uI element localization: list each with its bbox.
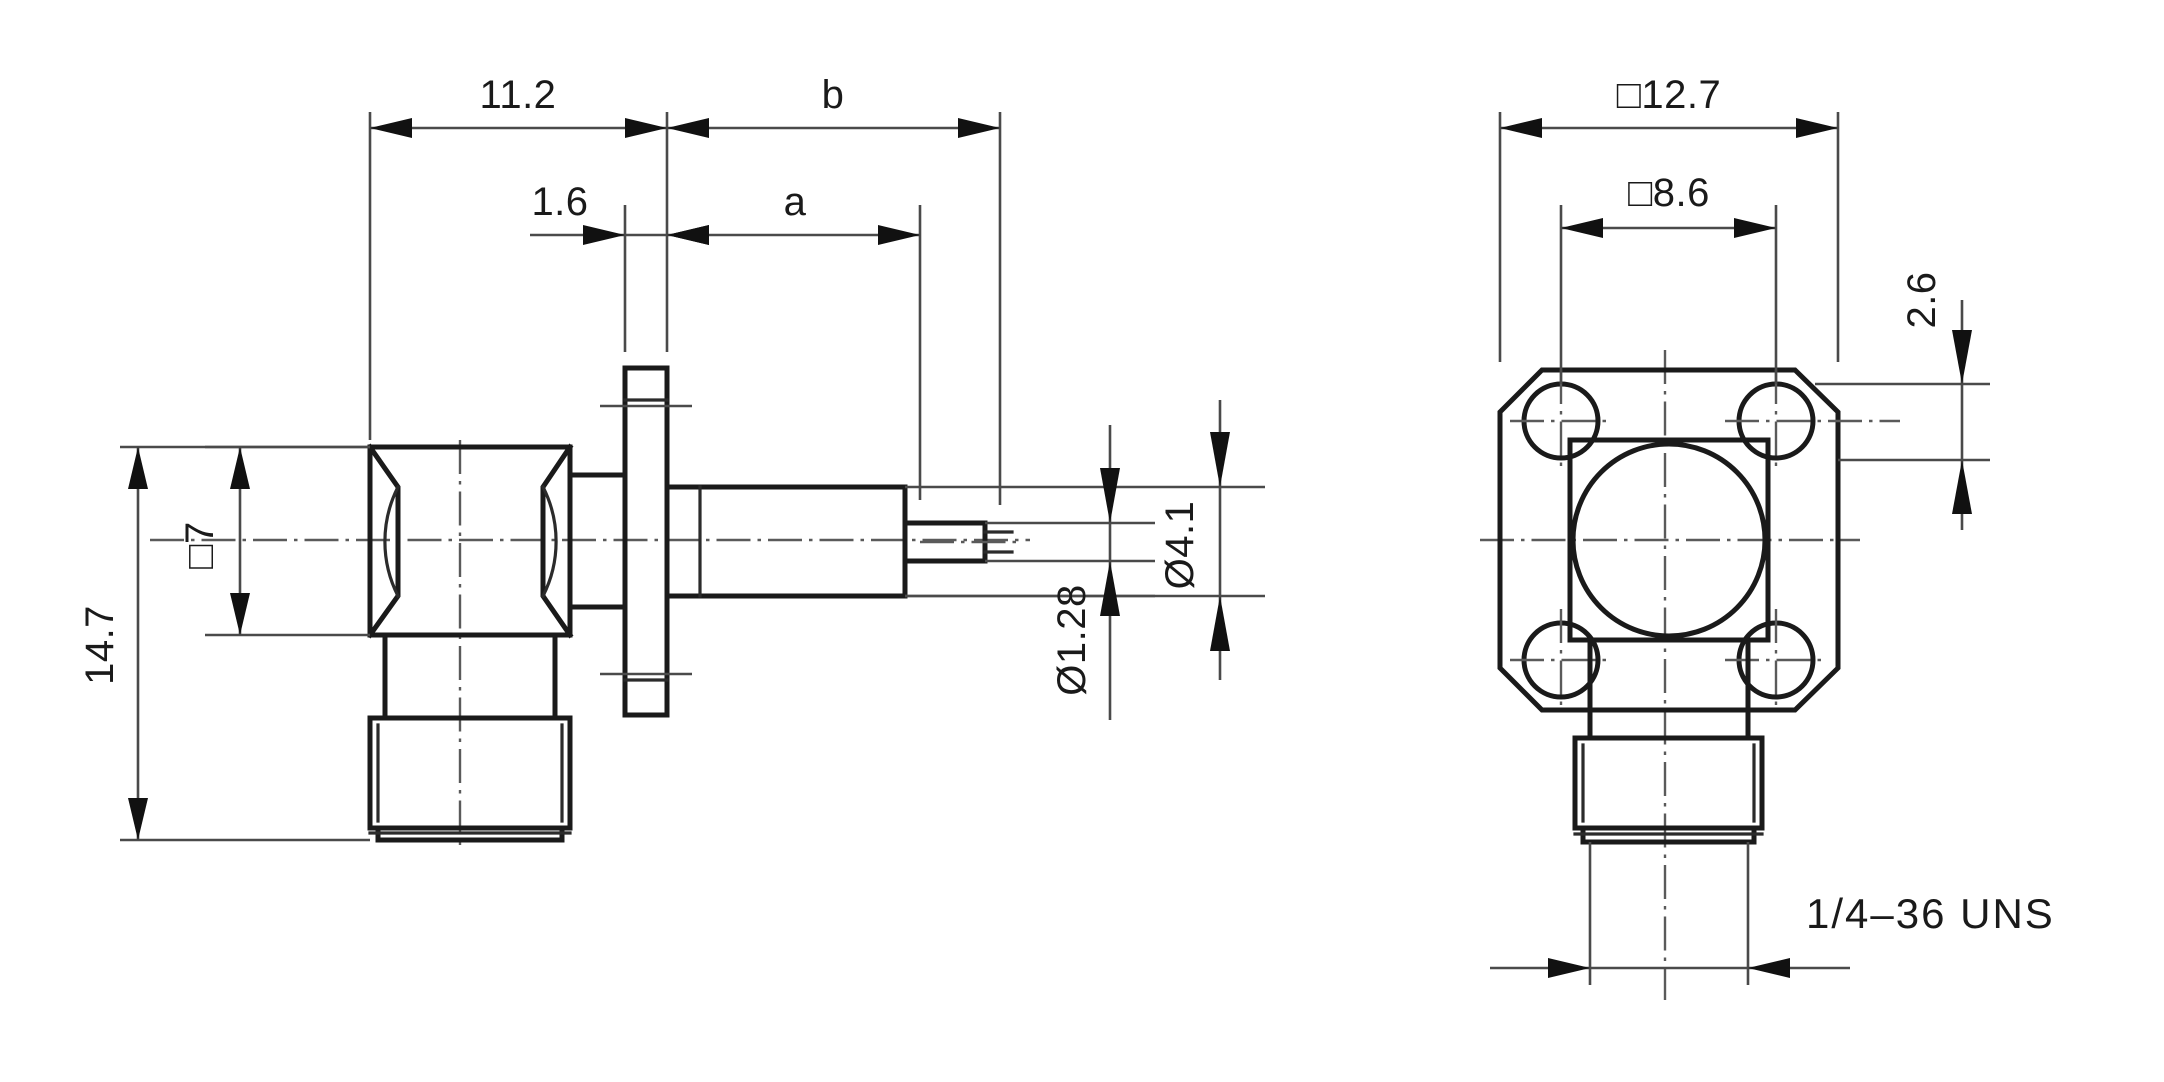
- dim-label-b: b: [822, 73, 845, 117]
- mounting-flange-plate: [600, 365, 692, 718]
- flange-plate-octagon: [1497, 367, 1841, 713]
- arrowhead: [1734, 218, 1776, 238]
- arrowhead: [583, 225, 625, 245]
- side-elevation-view: 11.2 b 1.6 a: [78, 73, 1265, 850]
- dim-label-square-12-7: □12.7: [1617, 73, 1722, 117]
- dim-label-square-7: □7: [178, 521, 222, 568]
- arrowhead: [878, 225, 920, 245]
- arrowhead: [958, 118, 1000, 138]
- arrowhead: [1952, 330, 1972, 384]
- dim-label-a: a: [784, 180, 807, 224]
- dimension-flange-square-12-7: □12.7: [1498, 73, 1840, 362]
- arrowhead: [128, 447, 148, 489]
- arrowhead: [1748, 958, 1790, 978]
- arrowhead: [1100, 468, 1120, 523]
- dimension-length-a: a: [667, 180, 922, 500]
- dimension-height-14-7: 14.7: [78, 445, 370, 842]
- arrowhead: [1500, 118, 1542, 138]
- arrowhead: [1952, 460, 1972, 514]
- dim-label-square-8-6: □8.6: [1628, 171, 1710, 215]
- dim-label-11-2: 11.2: [480, 73, 557, 117]
- front-bottom-coupling: [1572, 637, 1765, 845]
- arrowhead: [667, 225, 709, 245]
- arrowhead: [1796, 118, 1838, 138]
- central-boss-circle: [1570, 441, 1768, 639]
- dim-label-1-6: 1.6: [531, 180, 588, 224]
- hex-body: [366, 443, 574, 639]
- arrowhead: [1561, 218, 1603, 238]
- arrowhead: [230, 593, 250, 635]
- arrowhead: [667, 118, 709, 138]
- mounting-hole-bottom-left: [1510, 609, 1612, 711]
- dim-label-diameter-4-1: Ø4.1: [1158, 501, 1202, 590]
- dimension-height-square-7: □7: [178, 445, 370, 637]
- dim-label-14-7: 14.7: [78, 605, 122, 685]
- arrowhead: [1548, 958, 1590, 978]
- dimension-corner-2-6: 2.6: [1815, 271, 1990, 530]
- inner-square-body: [1567, 437, 1771, 643]
- arrowhead: [128, 798, 148, 840]
- dim-label-diameter-1-28: Ø1.28: [1050, 584, 1094, 695]
- dimension-diameter-1-28: Ø1.28: [905, 425, 1155, 720]
- arrowhead: [1100, 561, 1120, 616]
- thread-callout-group: 1/4‒36 UNS: [1490, 842, 2055, 985]
- arrowhead: [1210, 596, 1230, 651]
- mounting-hole-bottom-right: [1725, 609, 1827, 711]
- dimension-length-b: b: [667, 73, 1002, 505]
- dim-label-2-6: 2.6: [1900, 271, 1944, 328]
- dimension-length-11-2: 11.2: [368, 73, 669, 440]
- arrowhead: [230, 447, 250, 489]
- arrowhead: [370, 118, 412, 138]
- thread-callout-label: 1/4‒36 UNS: [1806, 890, 2055, 937]
- bottom-coupling: [367, 632, 573, 843]
- arrowhead: [625, 118, 667, 138]
- dimension-hole-pitch-square-8-6: □8.6: [1559, 171, 1778, 384]
- arrowhead: [1210, 432, 1230, 487]
- front-flange-view: □12.7 □8.6 2.6 1/4‒36 UNS: [1480, 73, 2055, 1000]
